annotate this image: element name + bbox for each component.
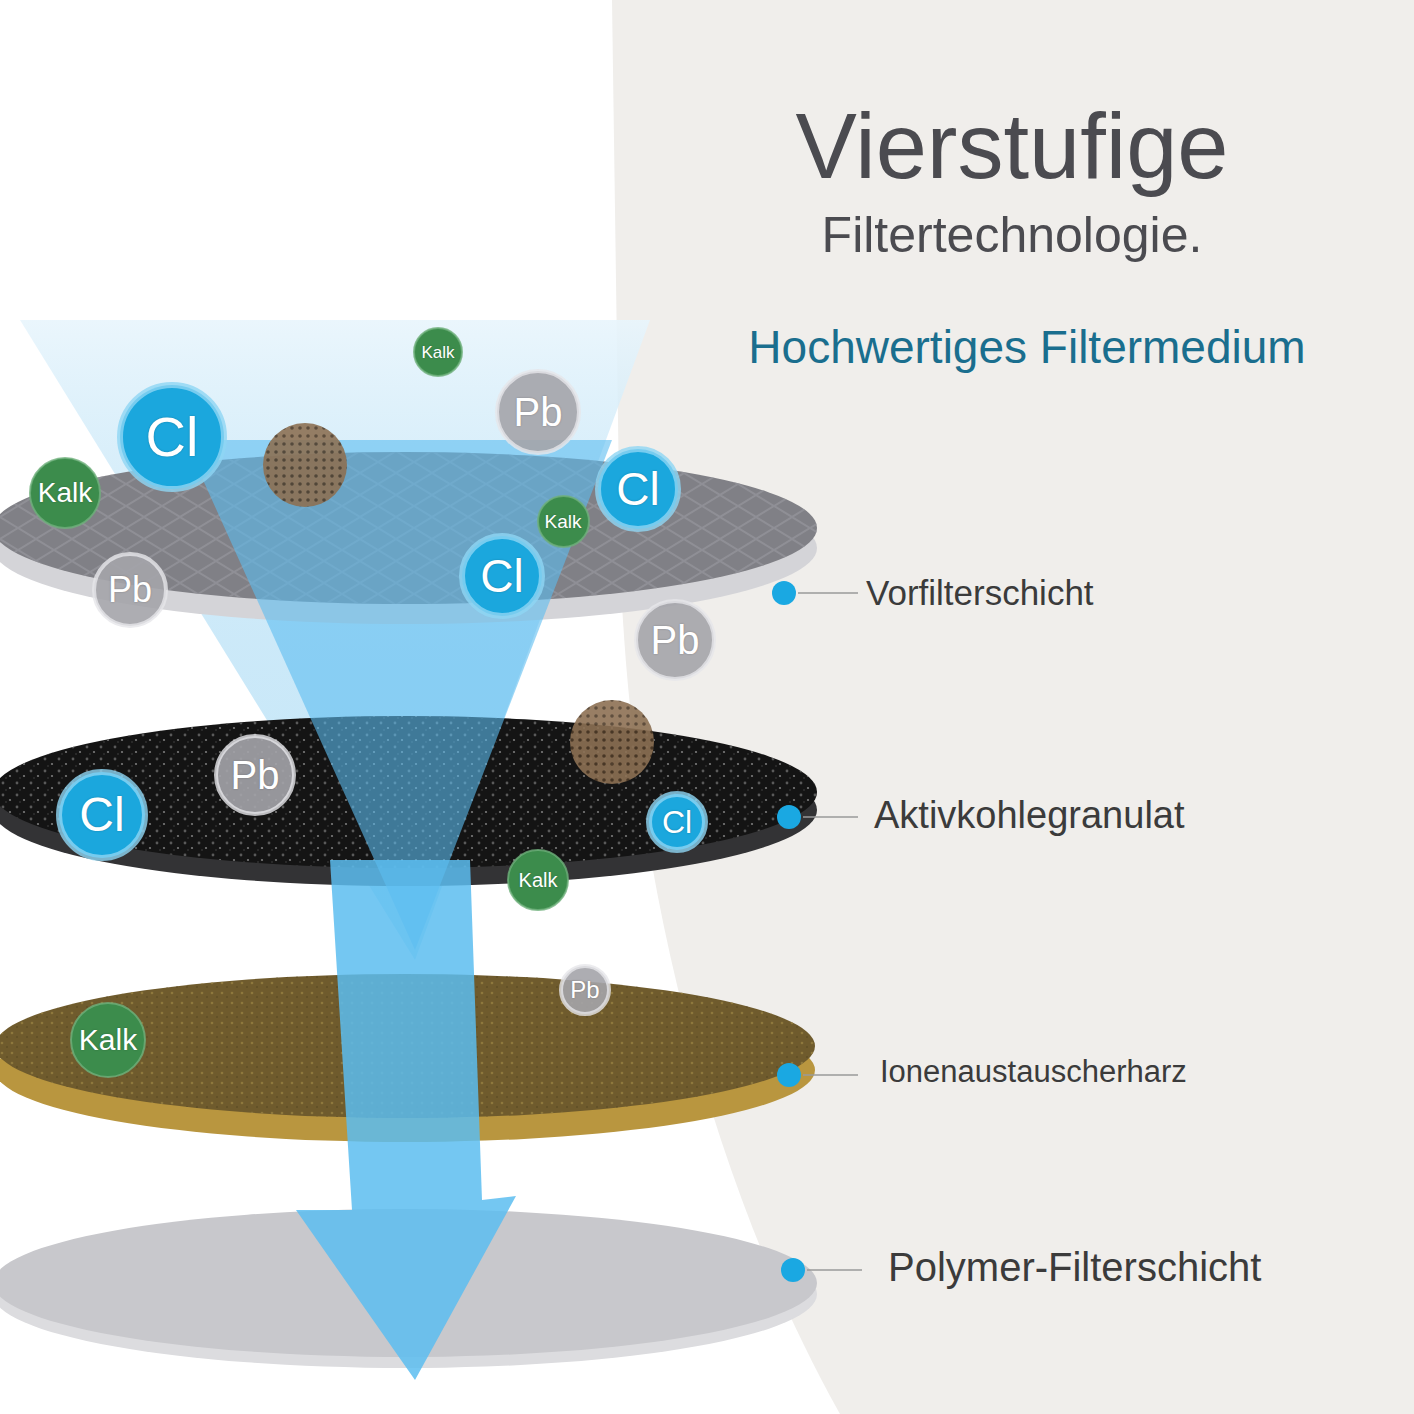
subtitle: Hochwertiges Filtermedium <box>748 320 1305 374</box>
particle-symbol <box>570 700 654 784</box>
badge-shape <box>59 772 145 858</box>
badge-shape <box>71 1003 145 1077</box>
contaminant-badge: Pb <box>214 734 296 816</box>
layer-label: Aktivkohlegranulat <box>874 794 1185 837</box>
badge-shape <box>94 554 166 626</box>
badge-shape <box>508 850 568 910</box>
badge-shape <box>538 496 589 547</box>
contaminant-badge: Cl <box>117 382 227 492</box>
contaminant-badge: Cl <box>646 791 708 853</box>
contaminant-badge: Pb <box>634 599 716 681</box>
leader-line <box>807 1269 862 1271</box>
badge-label: Cl <box>616 466 659 512</box>
leader-line <box>798 592 858 594</box>
contaminant-badge: Kalk <box>537 495 590 548</box>
badge-label: Kalk <box>79 1025 137 1055</box>
leader-line <box>803 816 858 818</box>
badge-label: Kalk <box>545 512 582 531</box>
badge-shape <box>216 736 294 814</box>
badge-shape <box>30 458 100 528</box>
leader-dot <box>777 1063 801 1087</box>
contaminant-badge: Kalk <box>413 327 463 377</box>
badge-label: Cl <box>79 791 124 839</box>
badge-label: Pb <box>514 392 563 432</box>
badge-label: Cl <box>146 409 199 465</box>
contaminant-badge: Kalk <box>29 457 101 529</box>
badge-label: Pb <box>570 978 599 1002</box>
badge-shape <box>120 385 224 489</box>
contaminant-badge: Pb <box>559 964 611 1016</box>
leader-dot <box>772 581 796 605</box>
badge-label: Cl <box>662 806 692 838</box>
particle-symbol <box>263 423 347 507</box>
leader-dot <box>781 1258 805 1282</box>
leader-line <box>803 1074 858 1076</box>
contaminant-badge: Pb <box>495 369 581 455</box>
diagram-title: Vierstufige Filtertechnologie. <box>682 96 1342 275</box>
badge-shape <box>462 536 542 616</box>
badge-label: Pb <box>231 755 280 795</box>
badge-shape <box>649 794 705 850</box>
layer-label: Ionenaustauscherharz <box>880 1054 1187 1090</box>
badge-label: Pb <box>108 572 152 608</box>
background-panel <box>612 0 1414 1414</box>
contaminant-badge: Cl <box>56 769 148 861</box>
badge-label: Kalk <box>38 479 92 507</box>
contaminant-badge: Cl <box>459 533 545 619</box>
badge-label: Kalk <box>519 870 558 890</box>
badge-shape <box>636 601 714 679</box>
badge-shape <box>561 966 609 1014</box>
badge-label: Pb <box>651 620 700 660</box>
leader-dot <box>777 805 801 829</box>
contaminant-badge: Pb <box>92 552 168 628</box>
badge-shape <box>414 328 462 376</box>
flow-arrow <box>296 860 516 1380</box>
badge-label: Kalk <box>421 344 454 361</box>
contaminant-badge: Kalk <box>70 1002 146 1078</box>
layer-label: Vorfilterschicht <box>866 573 1094 613</box>
badge-shape <box>497 371 579 453</box>
contaminant-badge: Kalk <box>507 849 569 911</box>
badge-label: Cl <box>480 553 523 599</box>
contaminant-badge: Cl <box>595 446 681 532</box>
layer-label: Polymer-Filterschicht <box>888 1245 1261 1290</box>
badge-shape <box>598 449 678 529</box>
